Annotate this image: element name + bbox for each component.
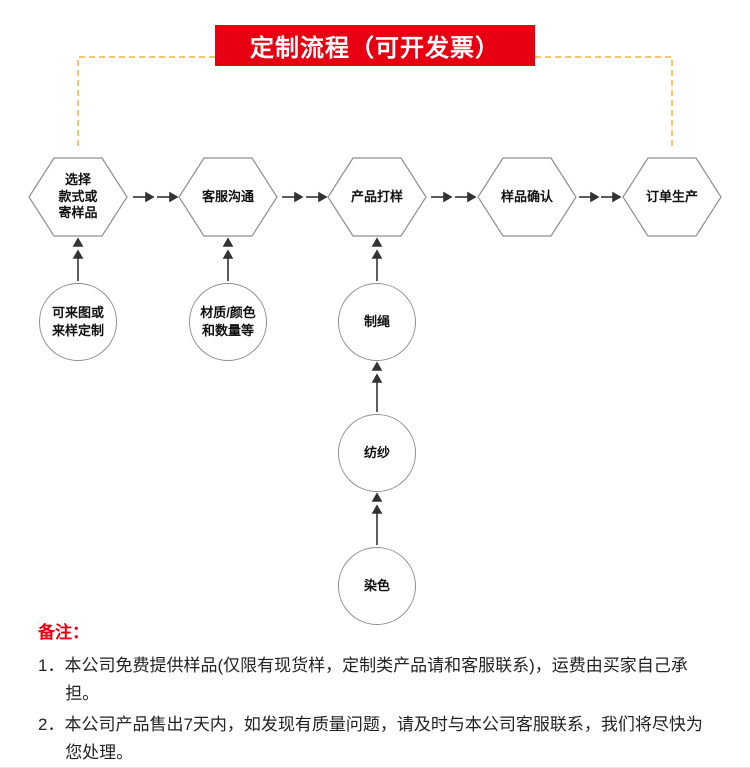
node-label: 制绳	[363, 314, 390, 330]
flow-node-rope-making: 制绳	[338, 283, 416, 361]
flow-node-custom-design: 可来图或 来样定制	[39, 283, 117, 361]
step-label: 客服沟通	[201, 188, 254, 204]
vertical-arrows	[72, 237, 383, 545]
node-label: 可来图或 来样定制	[51, 305, 104, 338]
flow-node-spinning: 纺纱	[338, 414, 416, 492]
flow-step-select-style: 选择 款式或 寄样品	[28, 157, 128, 237]
dashed-accent-lines	[77, 56, 673, 150]
step-label: 产品打样	[350, 188, 403, 204]
horizontal-arrows	[133, 191, 622, 203]
flow-step-customer-service: 客服沟通	[178, 157, 278, 237]
remarks-heading: 备注：	[38, 623, 89, 642]
node-label: 染色	[363, 578, 390, 594]
flow-node-material-color: 材质/颜色 和数量等	[189, 283, 267, 361]
flow-step-sample-confirm: 样品确认	[477, 157, 577, 237]
remarks-section: 备注： 1．本公司免费提供样品(仅限有现货样，定制类产品请和客服联系)，运费由买…	[38, 618, 710, 767]
remark-item-1: 1．本公司免费提供样品(仅限有现货样，定制类产品请和客服联系)，运费由买家自己承…	[38, 656, 688, 703]
node-label: 纺纱	[363, 445, 390, 461]
flow-step-sampling: 产品打样	[327, 157, 427, 237]
flow-step-order-production: 订单生产	[622, 157, 722, 237]
flow-node-dyeing: 染色	[338, 547, 416, 625]
step-label: 样品确认	[500, 188, 553, 204]
node-label: 材质/颜色 和数量等	[200, 305, 256, 338]
step-label: 选择 款式或 寄样品	[58, 171, 98, 221]
remark-item-2: 2．本公司产品售出7天内，如发现有质量问题，请及时与本公司客服联系，我们将尽快为…	[38, 715, 703, 762]
step-label: 订单生产	[645, 188, 698, 204]
banner-title: 定制流程（可开发票）	[215, 25, 535, 66]
